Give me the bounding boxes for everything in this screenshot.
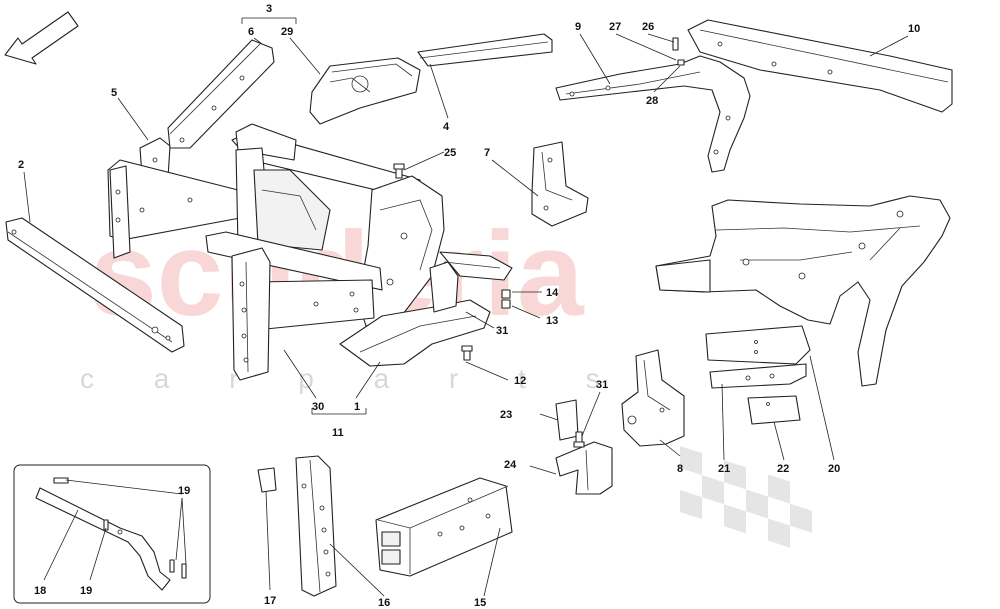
callout-25: 25 xyxy=(444,147,456,159)
callout-31-upper: 31 xyxy=(496,325,508,337)
callout-13: 13 xyxy=(546,315,558,327)
part-6-longitudinal-rail xyxy=(167,39,275,149)
part-22-small-plate xyxy=(747,395,801,425)
callout-2: 2 xyxy=(18,159,24,171)
callout-7: 7 xyxy=(484,147,490,159)
rear-frame-assembly xyxy=(655,195,951,387)
inset-detail-box xyxy=(13,464,211,604)
watermark-tagline: c a r p a r t s xyxy=(80,363,626,394)
part-29-housing xyxy=(309,57,421,125)
callout-10: 10 xyxy=(908,23,920,35)
screw-19-icon xyxy=(53,477,187,579)
callout-12: 12 xyxy=(514,375,526,387)
front-frame-assembly xyxy=(107,123,513,381)
part-2-front-crossmember xyxy=(5,217,185,353)
part-17-block xyxy=(257,467,277,493)
callout-5: 5 xyxy=(111,87,117,99)
callout-6: 6 xyxy=(248,26,254,38)
callout-labels: 5 2 3 6 29 4 25 7 9 27 26 28 10 14 13 31… xyxy=(18,3,920,609)
part-7-mount-bracket xyxy=(531,141,589,227)
part-4-upper-bar xyxy=(417,33,553,67)
bolt-25-icon xyxy=(393,163,405,179)
callout-31-lower: 31 xyxy=(596,379,608,391)
callout-14: 14 xyxy=(546,287,559,299)
callout-24: 24 xyxy=(504,459,517,471)
callout-23: 23 xyxy=(500,409,512,421)
bolt-13-icon xyxy=(501,299,511,309)
callout-28: 28 xyxy=(646,95,658,107)
callout-26: 26 xyxy=(642,21,654,33)
part-8-rear-bracket xyxy=(621,349,685,447)
callout-3: 3 xyxy=(266,3,272,15)
nut-27-icon xyxy=(677,59,685,66)
part-20-panel xyxy=(705,325,811,365)
part-9-rear-arm xyxy=(555,37,751,173)
callout-27: 27 xyxy=(609,21,621,33)
callout-30: 30 xyxy=(312,401,324,413)
bolt-12-icon xyxy=(461,345,473,361)
callout-15: 15 xyxy=(474,597,486,609)
callout-21: 21 xyxy=(718,463,730,475)
callout-19-lower: 19 xyxy=(80,585,92,597)
callout-1: 1 xyxy=(354,401,360,413)
callout-9: 9 xyxy=(575,21,581,33)
leader-lines xyxy=(23,17,909,597)
callout-17: 17 xyxy=(264,595,276,607)
part-18-rod xyxy=(35,487,171,591)
bolt-14-icon xyxy=(501,289,511,299)
part-10-rear-beam xyxy=(687,19,953,113)
checkered-flag-watermark xyxy=(680,445,812,548)
part-16-vertical-plate xyxy=(295,455,337,597)
callout-8: 8 xyxy=(677,463,683,475)
callout-29: 29 xyxy=(281,26,293,38)
part-21-plate xyxy=(709,363,807,389)
part-24-bracket xyxy=(555,431,613,495)
bolt-26-icon xyxy=(672,37,679,51)
part-15-box-section xyxy=(375,477,513,577)
callout-20: 20 xyxy=(828,463,840,475)
callout-4: 4 xyxy=(443,121,450,133)
callout-18: 18 xyxy=(34,585,46,597)
front-direction-arrow-icon xyxy=(4,11,79,65)
bolt-31-icon xyxy=(573,431,585,448)
callout-22: 22 xyxy=(777,463,789,475)
callout-11: 11 xyxy=(332,427,344,439)
part-23-spacer xyxy=(555,399,579,441)
callout-19-upper: 19 xyxy=(178,485,190,497)
callout-16: 16 xyxy=(378,597,390,609)
